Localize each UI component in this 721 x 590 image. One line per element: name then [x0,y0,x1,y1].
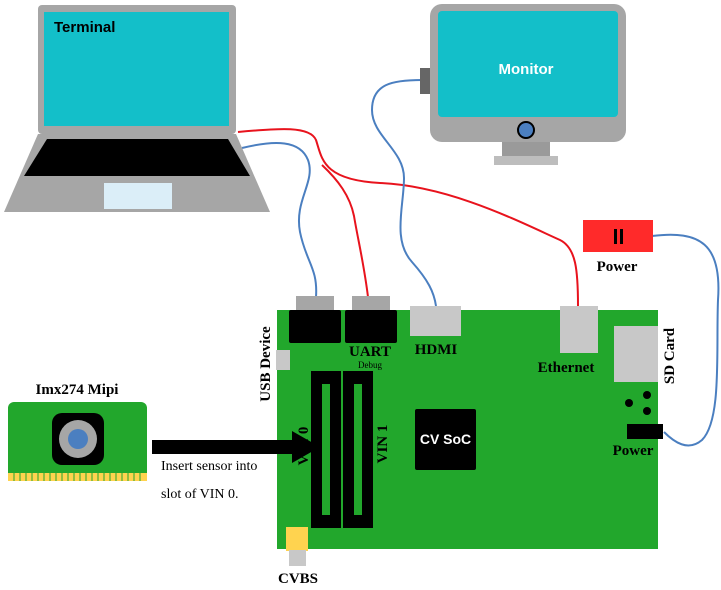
camera-module: Imx274 Mipi [8,382,147,481]
cables [237,79,720,447]
cv-soc-label: CV SoC [420,431,471,447]
uart-label: UART [349,344,391,360]
instruction-line-1: Insert sensor into [161,459,257,474]
camera-lens [68,429,88,449]
cvbs-connector [286,527,308,551]
board-led-3 [643,407,651,415]
power-supply: Power [583,220,653,275]
camera-pin-lines [13,473,141,481]
laptop-trackpad [104,183,172,209]
insert-arrow-shaft [152,440,294,454]
power-supply-symbol-a [614,229,617,244]
board-led-2 [625,399,633,407]
board-power-label: Power [613,443,654,459]
sd-card-label: SD Card [662,327,678,384]
vin1-label: VIN 1 [375,425,391,464]
usb-connector-cap [296,296,334,310]
camera-pins [8,473,147,481]
terminal-label: Terminal [54,19,115,36]
uart-cable-red [321,164,369,298]
monitor-label: Monitor [499,61,554,78]
laptop-screen [44,12,229,126]
insert-arrow [152,431,320,463]
ethernet-port [560,306,598,353]
hdmi-label: HDMI [415,342,458,358]
monitor: Monitor [420,4,626,165]
hdmi-port [410,306,461,336]
uart-connector [345,310,397,343]
board: CV SoC [276,296,663,566]
monitor-power-button [517,121,535,139]
power-supply-label: Power [597,259,638,275]
insert-arrow-head [292,431,320,463]
ethernet-label: Ethernet [538,360,595,376]
usb-device-label: USB Device [258,326,274,402]
instruction-line-2: slot of VIN 0. [161,487,239,502]
monitor-neck [502,142,550,156]
cv-soc-chip [415,409,476,470]
monitor-stand [494,156,558,165]
monitor-port [420,68,430,94]
usb-connector [289,310,341,343]
usb-device-port [276,350,290,370]
cvbs-label: CVBS [278,571,318,587]
vin1-slot-inner [354,384,362,515]
monitor-screen [438,11,618,117]
hdmi-cable [370,79,437,307]
vin0-slot-inner [322,384,330,515]
uart-connector-cap [352,296,390,310]
serial-cable-blue [241,142,318,298]
sd-card-slot [614,326,658,382]
cvbs-plug [289,550,306,566]
debug-label: Debug [358,360,382,370]
power-supply-symbol-b [620,229,623,244]
laptop-keyboard [24,139,250,176]
board-led-1 [643,391,651,399]
ethernet-cable [237,128,579,307]
power-cable [651,233,720,447]
laptop-terminal: Terminal [4,5,270,212]
power-supply-body [583,220,653,252]
camera-label: Imx274 Mipi [36,382,119,398]
board-power-connector [627,424,663,439]
